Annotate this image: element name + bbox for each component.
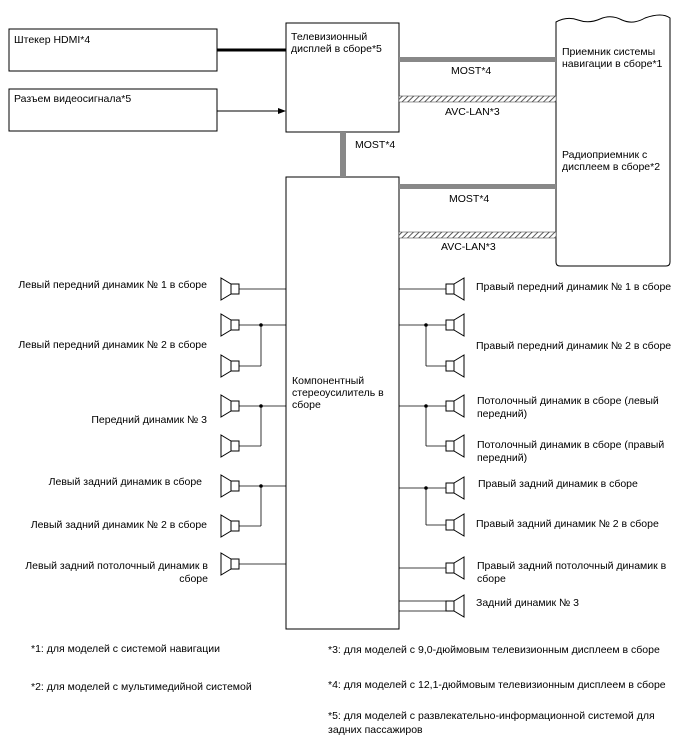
radio-receiver-label: Радиоприемник с дисплеем в сборе*2 bbox=[562, 149, 661, 173]
tv-display-label: Телевизионный дисплей в сборе*5 bbox=[291, 31, 382, 55]
footnote-5: *5: для моделей с развлекательно-информа… bbox=[328, 710, 655, 736]
speaker-icons bbox=[220, 277, 465, 618]
most-vertical-label: MOST*4 bbox=[355, 139, 396, 151]
speaker-left-label: Левый передний динамик № 1 в сборе bbox=[18, 279, 207, 291]
speaker-icon bbox=[220, 354, 240, 378]
speaker-icon bbox=[220, 552, 240, 576]
speaker-icon bbox=[445, 394, 465, 418]
hdmi-label: Штекер HDMI*4 bbox=[14, 34, 91, 46]
speaker-icon bbox=[445, 313, 465, 337]
speaker-right-label: Потолочный динамик в сборе (левый передн… bbox=[477, 395, 659, 420]
most-mid-bus bbox=[399, 184, 556, 189]
junction-dot bbox=[259, 323, 263, 327]
junction-dot bbox=[424, 323, 428, 327]
junction-dot bbox=[424, 404, 428, 408]
most-top-label: MOST*4 bbox=[451, 65, 492, 77]
avc-mid-bus bbox=[398, 231, 557, 239]
speaker-icon bbox=[220, 514, 240, 538]
junction-dot bbox=[424, 486, 428, 490]
speaker-icon bbox=[220, 277, 240, 301]
speaker-icon bbox=[220, 474, 240, 498]
speaker-right-label: Потолочный динамик в сборе (правый перед… bbox=[477, 439, 665, 464]
most-vertical-bus bbox=[340, 132, 346, 177]
speaker-right-label: Правый задний динамик в сборе bbox=[478, 478, 638, 490]
speaker-right-label: Задний динамик № 3 bbox=[476, 597, 580, 609]
speaker-left-label: Левый передний динамик № 2 в сборе bbox=[18, 339, 207, 351]
receiver-box bbox=[555, 14, 671, 267]
speaker-right-label: Правый задний динамик № 2 в сборе bbox=[476, 518, 659, 530]
speaker-left-label: Левый задний динамик в сборе bbox=[48, 476, 202, 488]
video-arrow bbox=[278, 108, 286, 114]
footnote-1: *1: для моделей с системой навигации bbox=[31, 643, 220, 655]
junction-dot bbox=[259, 484, 263, 488]
amplifier-box bbox=[285, 176, 400, 630]
amplifier-label: Компонентный стереоусилитель в сборе bbox=[292, 375, 384, 411]
speaker-left-label: Левый задний динамик № 2 в сборе bbox=[30, 519, 207, 531]
speaker-left-label: Передний динамик № 3 bbox=[91, 414, 207, 426]
hdmi-box bbox=[8, 28, 218, 72]
speaker-icon bbox=[445, 434, 465, 458]
most-top-bus bbox=[399, 57, 556, 62]
video-box bbox=[8, 88, 218, 132]
speaker-left-label: Левый задний потолочный динамик в сборе bbox=[25, 560, 208, 585]
speaker-icon bbox=[445, 556, 465, 580]
speaker-right-label: Правый передний динамик № 1 в сборе bbox=[476, 281, 672, 293]
speaker-icon bbox=[220, 394, 240, 418]
footnote-3: *3: для моделей с 9,0-дюймовым телевизио… bbox=[328, 644, 660, 656]
avc-mid-label: AVC-LAN*3 bbox=[441, 241, 496, 253]
most-mid-label: MOST*4 bbox=[449, 193, 490, 205]
video-label: Разъем видеосигнала*5 bbox=[14, 93, 132, 105]
speaker-wires bbox=[239, 288, 446, 612]
speaker-right-label: Правый передний динамик № 2 в сборе bbox=[476, 340, 672, 352]
speaker-icon bbox=[220, 434, 240, 458]
footnote-4: *4: для моделей с 12,1-дюймовым телевизи… bbox=[328, 679, 666, 691]
footnote-2: *2: для моделей с мультимедийной системо… bbox=[31, 681, 252, 693]
tv-display-box bbox=[285, 22, 400, 133]
speaker-icon bbox=[445, 594, 465, 618]
avc-top-bus bbox=[398, 95, 557, 103]
speaker-icon bbox=[220, 313, 240, 337]
avc-top-label: AVC-LAN*3 bbox=[445, 106, 500, 118]
junction-dot bbox=[259, 404, 263, 408]
speaker-icon bbox=[445, 476, 465, 500]
speaker-icon bbox=[445, 513, 465, 537]
speaker-right-label: Правый задний потолочный динамик в сборе bbox=[477, 560, 667, 585]
nav-receiver-label: Приемник системы навигации в сборе*1 bbox=[562, 46, 663, 70]
speaker-icon bbox=[445, 277, 465, 301]
speaker-icon bbox=[445, 354, 465, 378]
